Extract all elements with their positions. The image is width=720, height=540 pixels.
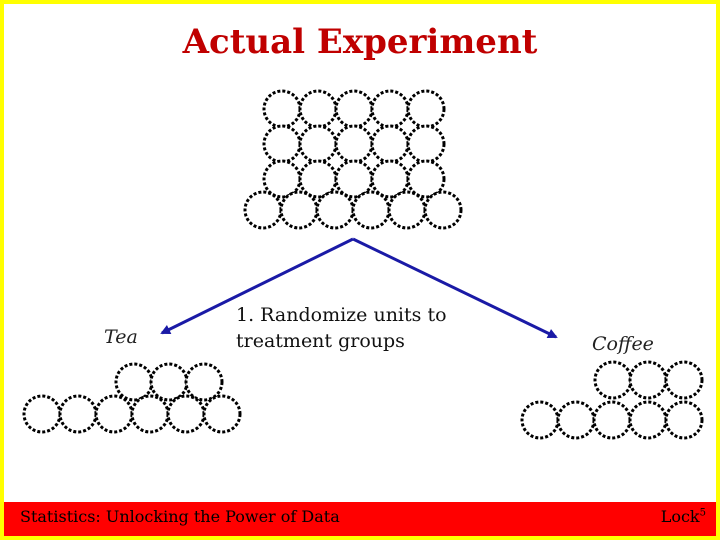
unit-circle [406,89,446,129]
unit-circle [298,124,338,164]
tea-label: Tea [104,326,138,348]
unit-circle [243,190,283,230]
arrow-to-tea [160,237,354,335]
slide-title: Actual Experiment [182,22,538,62]
footer-authors-sup: 5 [699,507,706,519]
footer-authors: Lock5 [661,507,706,526]
unit-circle [592,400,632,440]
unit-circle [351,190,391,230]
unit-circle [114,362,154,402]
unit-circle [556,400,596,440]
unit-circle [149,362,189,402]
footer-authors-base: Lock [660,507,700,526]
unit-circle [370,124,410,164]
unit-circle [334,124,374,164]
unit-circle [166,394,206,434]
unit-circle [423,190,463,230]
unit-circle [130,394,170,434]
unit-circle [94,394,134,434]
unit-circle [315,190,355,230]
unit-circle [664,400,704,440]
unit-circle [387,190,427,230]
arrow-to-coffee [352,237,558,339]
unit-circle [262,89,302,129]
unit-circle [406,124,446,164]
unit-circle [406,159,446,199]
randomize-step-text: 1. Randomize units to treatment groups [236,304,447,352]
randomization-arrows [160,237,558,339]
unit-circle [370,89,410,129]
unit-circle [202,394,242,434]
unit-circle [664,360,704,400]
unit-circle [628,360,668,400]
unit-circle [628,400,668,440]
unit-circle [58,394,98,434]
coffee-label: Coffee [592,333,654,355]
all-units-group [243,89,463,230]
unit-circle [22,394,62,434]
footer-book-title: Statistics: Unlocking the Power of Data [20,507,340,526]
tea-units-group [22,362,242,434]
unit-circle [184,362,224,402]
unit-circle [334,89,374,129]
unit-circle [262,124,302,164]
unit-circle [298,89,338,129]
footer-bar: Statistics: Unlocking the Power of Data … [4,502,716,536]
unit-circle [279,190,319,230]
coffee-units-group [520,360,704,440]
unit-circle [593,360,633,400]
unit-circle [520,400,560,440]
